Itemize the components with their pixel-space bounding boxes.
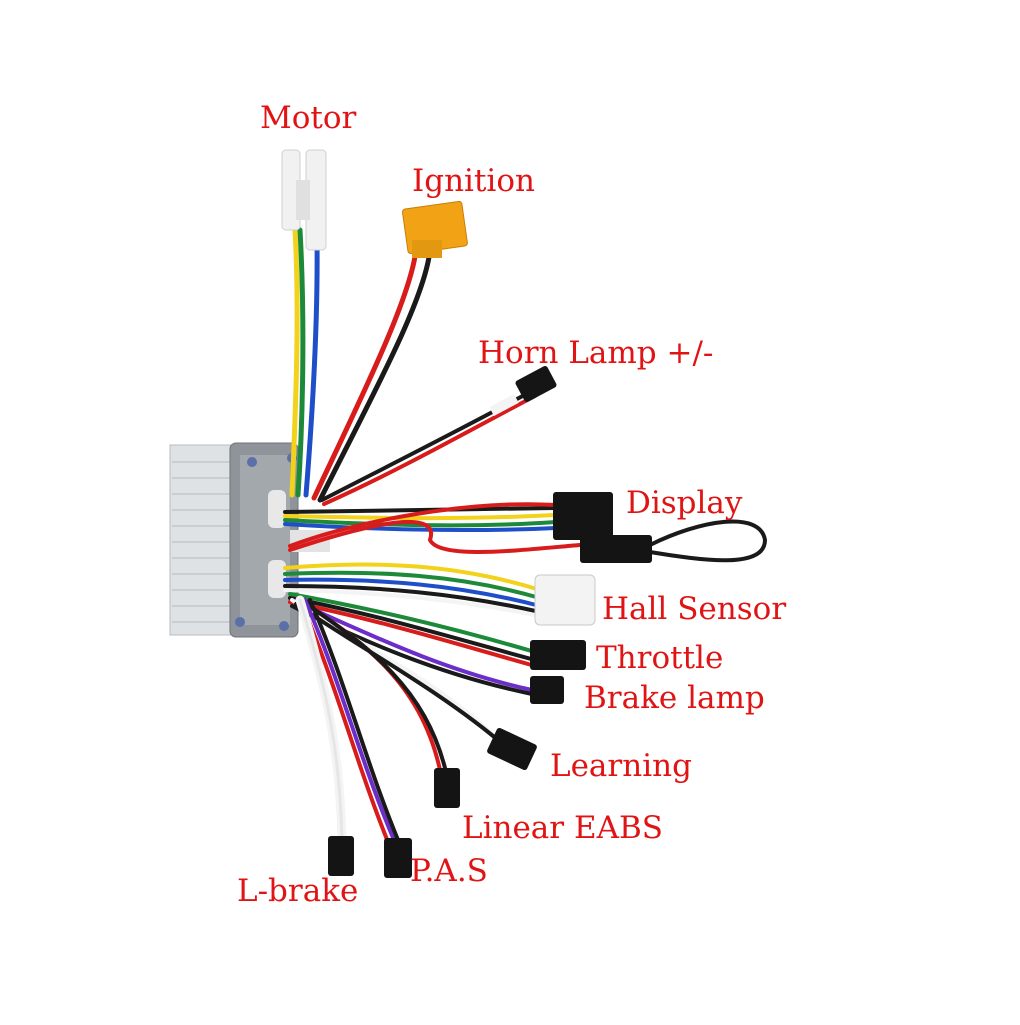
learning-connector — [487, 728, 537, 770]
label-motor: Motor — [260, 100, 357, 136]
label-throttle: Throttle — [596, 640, 724, 676]
label-display: Display — [626, 485, 743, 521]
l-brake-wires — [295, 595, 347, 845]
label-pas: P.A.S — [410, 853, 488, 889]
linear-eabs-connector — [434, 768, 460, 808]
l-brake-connector — [328, 836, 354, 876]
controller-body — [169, 442, 330, 638]
hall-sensor-connector — [534, 574, 596, 626]
throttle-connector — [530, 640, 586, 670]
throttle-wires — [288, 592, 537, 668]
motor-wires — [289, 227, 320, 498]
label-horn-lamp: Horn Lamp +/- — [478, 335, 714, 371]
label-hall-sensor: Hall Sensor — [602, 591, 787, 627]
label-ignition: Ignition — [412, 163, 535, 199]
brake-lamp-connector — [530, 676, 564, 704]
motor-connectors — [281, 149, 327, 251]
label-brake-lamp: Brake lamp — [584, 680, 765, 716]
display-connectors — [553, 492, 652, 563]
hall-sensor-wires — [283, 562, 542, 618]
pas-connector — [384, 838, 412, 878]
display-wires — [283, 502, 768, 563]
label-l-brake: L-brake — [237, 873, 359, 909]
label-learning: Learning — [550, 748, 692, 784]
horn-lamp-wires — [320, 390, 537, 506]
horn-lamp-connector — [515, 366, 557, 402]
ignition-wires — [311, 247, 433, 503]
linear-eabs-wires — [298, 598, 448, 774]
label-linear-eabs: Linear EABS — [462, 810, 664, 846]
ignition-connector — [401, 200, 468, 258]
